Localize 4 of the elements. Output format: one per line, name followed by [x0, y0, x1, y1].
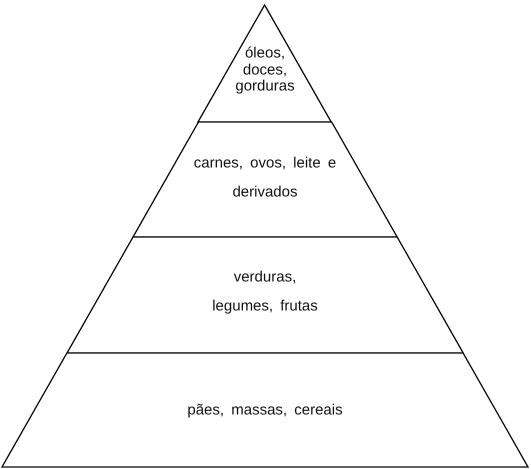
- food-group-label: carnes, ovos, leite e derivados: [192, 154, 338, 202]
- food-group-label: verduras, legumes, frutas: [211, 268, 319, 316]
- food-group-label: óleos, doces, gorduras: [234, 45, 295, 95]
- food-group-label: pães, massas, cereais: [186, 400, 344, 420]
